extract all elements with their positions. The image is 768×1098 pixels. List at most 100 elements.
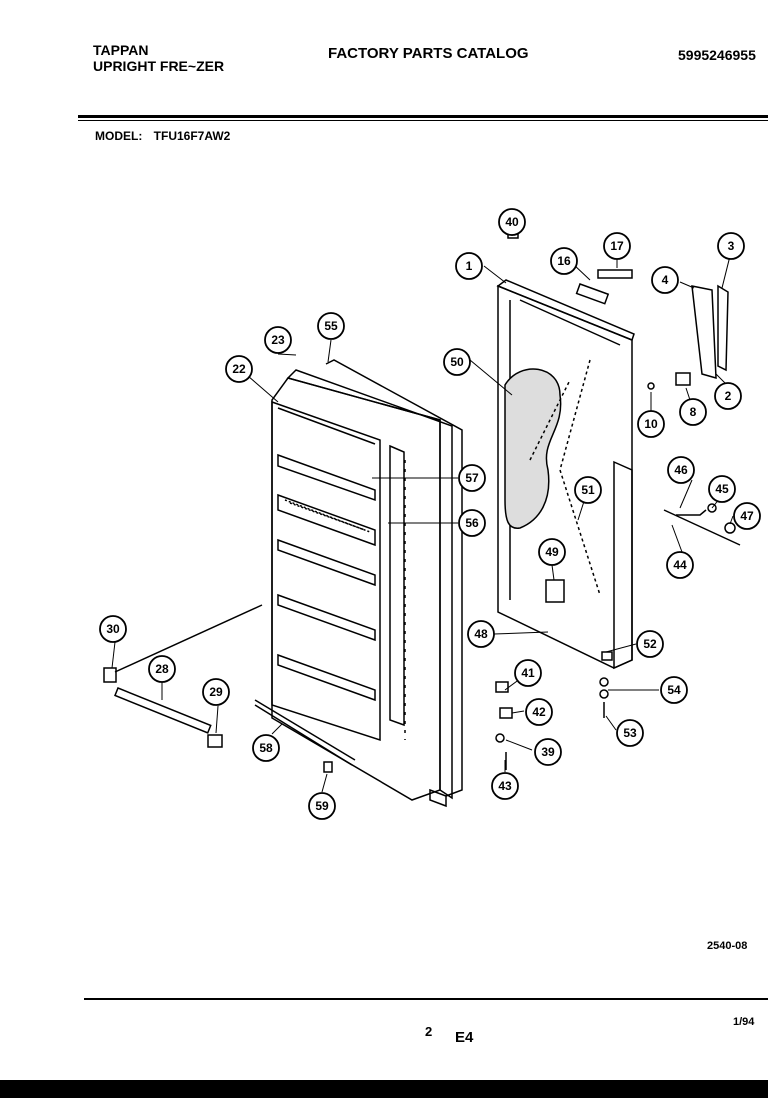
callout-circle bbox=[660, 676, 688, 704]
callout-number: 8 bbox=[690, 405, 697, 419]
callout-number: 51 bbox=[581, 483, 595, 497]
callout-2: 2 bbox=[714, 382, 742, 410]
bottom-border bbox=[0, 1080, 768, 1098]
callout-number: 23 bbox=[271, 333, 285, 347]
callout-number: 17 bbox=[610, 239, 624, 253]
callout-circle bbox=[574, 476, 602, 504]
door-gasket-strip bbox=[325, 359, 463, 808]
callout-circle bbox=[603, 232, 631, 260]
callout-48: 48 bbox=[467, 620, 495, 648]
callout-49: 49 bbox=[538, 538, 566, 566]
callout-circle bbox=[714, 382, 742, 410]
callout-number: 41 bbox=[521, 666, 535, 680]
callout-52: 52 bbox=[636, 630, 664, 658]
callout-circle bbox=[455, 252, 483, 280]
callout-circle bbox=[550, 247, 578, 275]
callout-46: 46 bbox=[667, 456, 695, 484]
callout-circle bbox=[538, 538, 566, 566]
callout-number: 10 bbox=[644, 417, 658, 431]
callout-29: 29 bbox=[202, 678, 230, 706]
callout-41: 41 bbox=[514, 659, 542, 687]
callout-23: 23 bbox=[264, 326, 292, 354]
callout-number: 50 bbox=[450, 355, 464, 369]
door-liner bbox=[271, 400, 405, 742]
callout-circle bbox=[148, 655, 176, 683]
callout-number: 43 bbox=[498, 779, 512, 793]
callout-47: 47 bbox=[733, 502, 761, 530]
callout-number: 49 bbox=[545, 545, 559, 559]
callout-number: 54 bbox=[667, 683, 681, 697]
back-panel-wires bbox=[529, 359, 601, 596]
callout-56: 56 bbox=[458, 509, 486, 537]
callout-28: 28 bbox=[148, 655, 176, 683]
callout-54: 54 bbox=[660, 676, 688, 704]
callout-10: 10 bbox=[637, 410, 665, 438]
callout-57: 57 bbox=[458, 464, 486, 492]
callout-circle bbox=[637, 410, 665, 438]
page-code: E4 bbox=[455, 1029, 474, 1046]
callout-number: 1 bbox=[466, 259, 473, 273]
callout-58: 58 bbox=[252, 734, 280, 762]
callout-17: 17 bbox=[603, 232, 631, 260]
callout-59: 59 bbox=[308, 792, 336, 820]
callout-circle bbox=[225, 355, 253, 383]
callout-55: 55 bbox=[317, 312, 345, 340]
callout-number: 16 bbox=[557, 254, 571, 268]
callout-circle bbox=[202, 678, 230, 706]
brand-block: TAPPAN UPRIGHT FRE~ZER bbox=[93, 42, 224, 74]
catalog-title: FACTORY PARTS CATALOG bbox=[328, 45, 529, 62]
callout-40: 40 bbox=[498, 208, 526, 236]
insulation-foam bbox=[504, 368, 562, 529]
callout-51: 51 bbox=[574, 476, 602, 504]
small-parts-right bbox=[495, 227, 741, 770]
callout-number: 42 bbox=[532, 705, 546, 719]
callout-number: 56 bbox=[465, 516, 479, 530]
callout-circle bbox=[733, 502, 761, 530]
callout-number: 2 bbox=[725, 389, 732, 403]
callout-number: 30 bbox=[106, 622, 120, 636]
callout-number: 29 bbox=[209, 685, 223, 699]
product-name: UPRIGHT FRE~ZER bbox=[93, 58, 225, 74]
callout-16: 16 bbox=[550, 247, 578, 275]
callout-number: 57 bbox=[465, 471, 479, 485]
callout-42: 42 bbox=[525, 698, 553, 726]
callout-circle bbox=[491, 772, 519, 800]
callout-number: 52 bbox=[643, 637, 657, 651]
model-line: MODEL: TFU16F7AW2 bbox=[95, 129, 230, 143]
door-outer-panel bbox=[271, 369, 453, 801]
brand-name: TAPPAN bbox=[93, 42, 149, 58]
callout-39: 39 bbox=[534, 738, 562, 766]
revision-date: 1/94 bbox=[733, 1016, 755, 1028]
model-label: MODEL: bbox=[95, 129, 143, 143]
callout-43: 43 bbox=[491, 772, 519, 800]
callout-1: 1 bbox=[455, 252, 483, 280]
callout-circle bbox=[667, 456, 695, 484]
callout-number: 40 bbox=[505, 215, 519, 229]
callout-circle bbox=[514, 659, 542, 687]
model-number: TFU16F7AW2 bbox=[153, 129, 231, 143]
callout-circle bbox=[467, 620, 495, 648]
callout-3: 3 bbox=[717, 232, 745, 260]
callout-circle bbox=[458, 464, 486, 492]
callout-circle bbox=[717, 232, 745, 260]
callout-circle bbox=[264, 326, 292, 354]
callout-number: 22 bbox=[232, 362, 246, 376]
door-handle-parts bbox=[103, 604, 356, 773]
callout-circle bbox=[636, 630, 664, 658]
callout-number: 46 bbox=[674, 463, 688, 477]
callout-circle bbox=[708, 475, 736, 503]
header-rule-thin bbox=[78, 120, 768, 121]
callout-circle bbox=[252, 734, 280, 762]
page-number: 2 bbox=[425, 1024, 433, 1039]
callout-number: 44 bbox=[673, 558, 687, 572]
callout-number: 53 bbox=[623, 726, 637, 740]
callout-number: 4 bbox=[662, 273, 669, 287]
callout-circle bbox=[308, 792, 336, 820]
callout-number: 58 bbox=[259, 741, 273, 755]
callout-circle bbox=[525, 698, 553, 726]
callout-45: 45 bbox=[708, 475, 736, 503]
callout-circle bbox=[317, 312, 345, 340]
callout-number: 48 bbox=[474, 627, 488, 641]
diagram-code: 2540-08 bbox=[707, 940, 748, 952]
